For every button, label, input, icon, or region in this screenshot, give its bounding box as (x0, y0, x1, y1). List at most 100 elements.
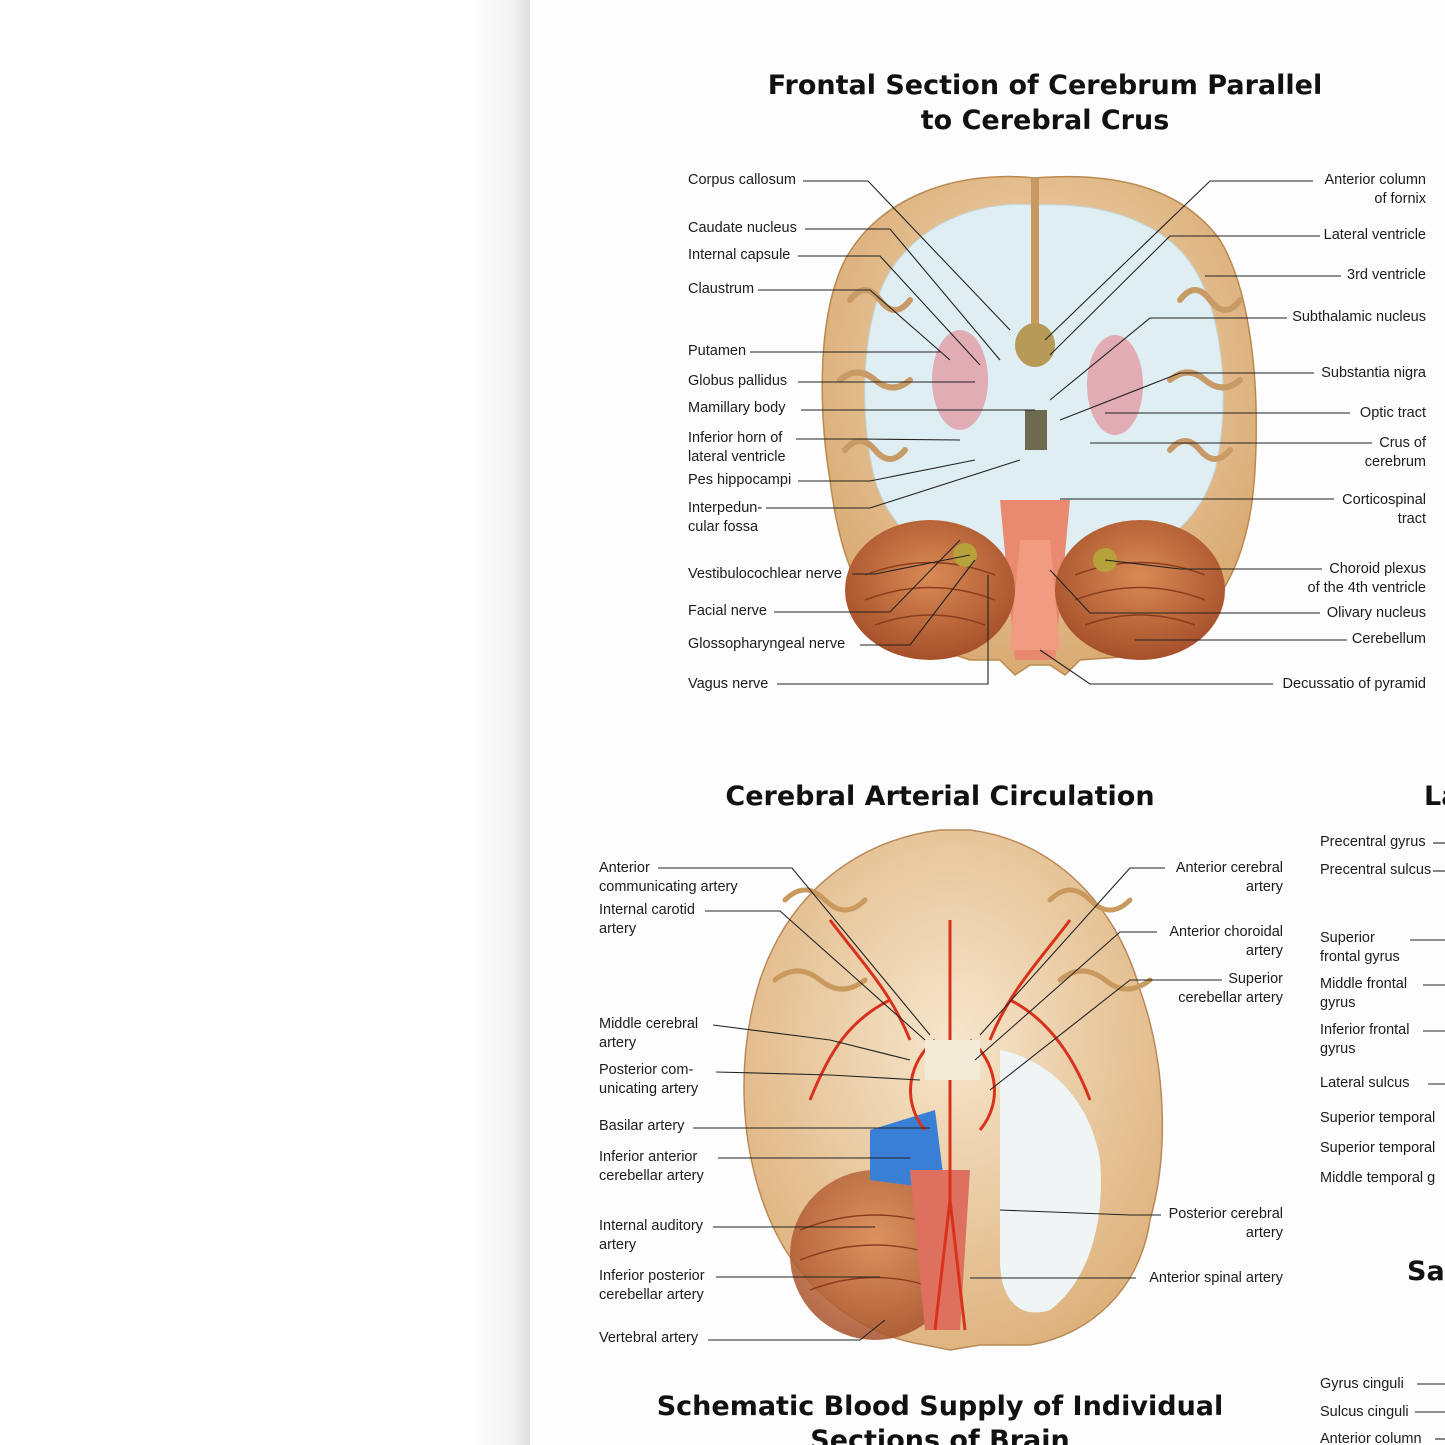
frontal-section-title: Frontal Section of Cerebrum Parallel to … (690, 68, 1400, 138)
label-ica-line-2: artery (599, 921, 637, 937)
label-inferior-frontal-gyrus: Inferior frontal gyrus (1320, 1021, 1409, 1059)
label-anterior-cerebral-artery: Anterior cerebral artery (1176, 859, 1283, 897)
label-glossopharyngeal-nerve: Glossopharyngeal nerve (688, 636, 846, 652)
label-interpeduncular-fossa: Interpedun- cular fossa (688, 499, 762, 537)
label-ach-line-1: Anterior choroidal (1169, 924, 1283, 940)
label-substantia-nigra: Substantia nigra (1321, 365, 1426, 381)
label-corpus-callosum: Corpus callosum (688, 172, 796, 188)
label-crus-line-2: cerebrum (1364, 454, 1426, 470)
label-anterior-communicating-artery: Anterior communicating artery (599, 859, 738, 897)
anatomy-poster: Frontal Section of Cerebrum Parallel to … (530, 0, 1445, 1445)
label-olivary-nucleus: Olivary nucleus (1326, 605, 1426, 621)
label-aca-line-1: Anterior cerebral (1175, 860, 1283, 876)
label-pica-line-1: Inferior posterior (599, 1268, 705, 1284)
label-vagus-nerve: Vagus nerve (688, 676, 769, 692)
label-precentral-gyrus: Precentral gyrus (1320, 834, 1426, 850)
label-caudate-nucleus: Caudate nucleus (688, 220, 797, 236)
label-putamen: Putamen (688, 343, 747, 359)
label-acomm-line-1: Anterior (599, 860, 650, 876)
label-lateral-sulcus: Lateral sulcus (1320, 1075, 1410, 1091)
label-lateral-ventricle: Lateral ventricle (1323, 227, 1426, 243)
label-posterior-communicating-artery: Posterior com- unicating artery (599, 1061, 698, 1099)
label-pcomm-line-2: unicating artery (599, 1081, 699, 1097)
label-3rd-ventricle: 3rd ventricle (1347, 267, 1426, 283)
label-inferior-horn-line-1: Inferior horn of (688, 430, 783, 446)
label-iaa-line-1: Internal auditory (599, 1218, 703, 1234)
frontal-leader-lines (750, 180, 1372, 685)
label-middle-cerebral-artery: Middle cerebral artery (599, 1015, 698, 1053)
label-aica-line-2: cerebellar artery (599, 1168, 704, 1184)
label-choroid-line-2: of the 4th ventricle (1307, 580, 1427, 596)
label-mfg-line-2: gyrus (1320, 995, 1356, 1011)
label-aica-line-1: Inferior anterior (599, 1149, 698, 1165)
label-corticospinal-tract: Corticospinal tract (1342, 491, 1426, 529)
label-vertebral-artery: Vertebral artery (599, 1330, 699, 1346)
label-pca-line-1: Posterior cerebral (1168, 1206, 1283, 1222)
label-interpeduncular-line-2: cular fossa (688, 519, 759, 535)
label-mca-line-2: artery (599, 1035, 637, 1051)
label-sca-line-2: cerebellar artery (1178, 990, 1283, 1006)
label-posterior-cerebral-artery: Posterior cerebral artery (1169, 1205, 1283, 1243)
label-inferior-anterior-cerebellar-artery: Inferior anterior cerebellar artery (599, 1148, 704, 1186)
label-middle-frontal-gyrus: Middle frontal gyrus (1320, 975, 1407, 1013)
arterial-circulation-illustration (743, 829, 1164, 1351)
label-sfg-line-2: frontal gyrus (1320, 949, 1400, 965)
frontal-section-illustration (821, 175, 1257, 676)
label-precentral-sulcus: Precentral sulcus (1320, 862, 1432, 878)
label-interpeduncular-line-1: Interpedun- (688, 500, 763, 516)
label-vestibulocochlear-nerve: Vestibulocochlear nerve (688, 566, 842, 582)
label-facial-nerve: Facial nerve (688, 603, 767, 619)
lateral-title-fragment: La (1424, 781, 1445, 812)
label-claustrum: Claustrum (688, 281, 755, 297)
label-ifg-line-1: Inferior frontal (1320, 1022, 1410, 1038)
schematic-title-line-1: Schematic Blood Supply of Individual (656, 1391, 1224, 1422)
label-middle-temporal: Middle temporal g (1320, 1170, 1436, 1186)
label-inferior-horn-line-2: lateral ventricle (688, 449, 786, 465)
label-ach-line-2: artery (1245, 943, 1283, 959)
label-anterior-column-fornix: Anterior column of fornix (1324, 171, 1426, 209)
label-pcomm-line-1: Posterior com- (599, 1062, 694, 1078)
label-corticospinal-line-1: Corticospinal (1342, 492, 1426, 508)
illustrations-layer (658, 175, 1445, 1440)
label-sca-line-1: Superior (1228, 971, 1283, 987)
label-pica-line-2: cerebellar artery (599, 1287, 704, 1303)
label-pes-hippocampi: Pes hippocampi (688, 472, 792, 488)
label-anterior-spinal-artery: Anterior spinal artery (1149, 1270, 1283, 1286)
label-superior-cerebellar-artery: Superior cerebellar artery (1178, 970, 1283, 1008)
label-aca-line-2: artery (1245, 879, 1283, 895)
label-anterior-column-line-2: of fornix (1374, 191, 1426, 207)
schematic-title-line-2: Sections of Brain (810, 1425, 1070, 1445)
arterial-leader-lines (658, 867, 1222, 1341)
label-globus-pallidus: Globus pallidus (688, 373, 788, 389)
label-mfg-line-1: Middle frontal (1320, 976, 1408, 992)
label-crus-of-cerebrum: Crus of cerebrum (1365, 434, 1426, 472)
label-mamillary-body: Mamillary body (688, 400, 786, 416)
label-decussatio-of-pyramid: Decussatio of pyramid (1282, 676, 1426, 692)
label-iaa-line-2: artery (599, 1237, 637, 1253)
label-anterior-column-line-1: Anterior column (1324, 172, 1426, 188)
label-superior-frontal-gyrus: Superior frontal gyrus (1320, 929, 1400, 967)
label-choroid-line-1: Choroid plexus (1329, 561, 1426, 577)
label-ifg-line-2: gyrus (1320, 1041, 1356, 1057)
label-subthalamic-nucleus: Subthalamic nucleus (1292, 309, 1426, 325)
label-internal-capsule: Internal capsule (688, 247, 791, 263)
arterial-circulation-title: Cerebral Arterial Circulation (725, 781, 1155, 812)
edge-leader-lines (1410, 842, 1445, 1440)
label-superior-temporal-2: Superior temporal (1320, 1140, 1436, 1156)
label-inferior-horn: Inferior horn of lateral ventricle (688, 429, 786, 467)
label-internal-carotid-artery: Internal carotid artery (599, 901, 695, 939)
label-acomm-line-2: communicating artery (599, 879, 738, 895)
label-superior-temporal-1: Superior temporal (1320, 1110, 1436, 1126)
label-gyrus-cinguli: Gyrus cinguli (1320, 1376, 1404, 1392)
label-choroid-plexus: Choroid plexus of the 4th ventricle (1308, 560, 1427, 598)
label-mca-line-1: Middle cerebral (599, 1016, 699, 1032)
label-inferior-posterior-cerebellar-artery: Inferior posterior cerebellar artery (599, 1267, 705, 1305)
schematic-blood-supply-title: Schematic Blood Supply of Individual Sec… (630, 1390, 1250, 1445)
label-anterior-choroidal-artery: Anterior choroidal artery (1169, 923, 1283, 961)
label-internal-auditory-artery: Internal auditory artery (599, 1217, 703, 1255)
label-crus-line-1: Crus of (1379, 435, 1426, 451)
label-anterior-column: Anterior column (1320, 1431, 1422, 1445)
label-basilar-artery: Basilar artery (599, 1118, 685, 1134)
label-ica-line-1: Internal carotid (599, 902, 695, 918)
frontal-title-line-1: Frontal Section of Cerebrum Parallel (767, 70, 1323, 101)
